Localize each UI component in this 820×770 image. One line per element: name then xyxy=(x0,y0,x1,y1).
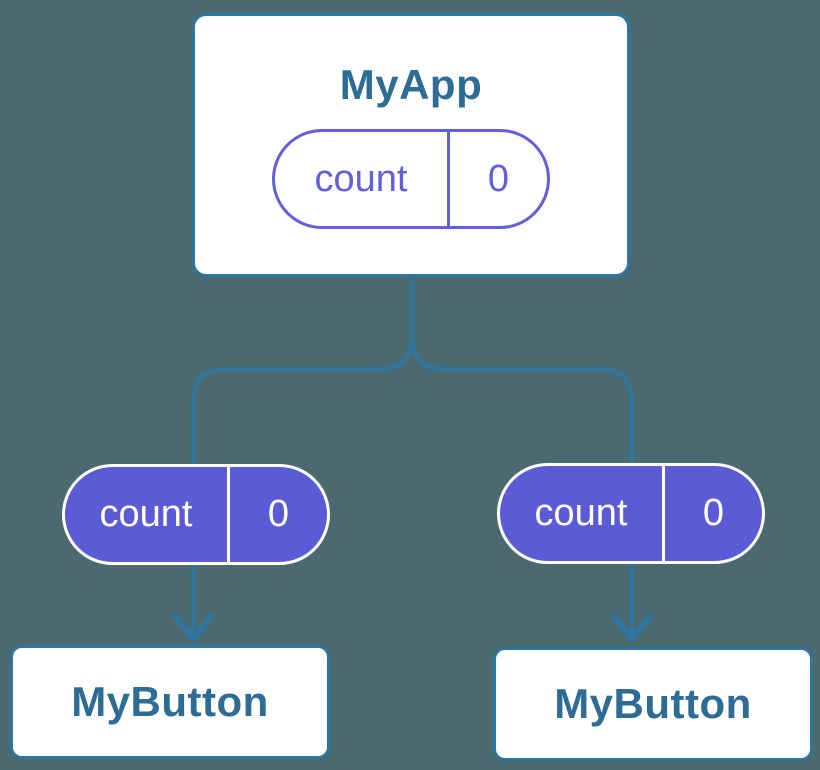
child-state-pill-left: count 0 xyxy=(62,464,330,565)
root-state-name-label: count xyxy=(314,157,408,200)
root-state-pill: count 0 xyxy=(272,129,550,230)
branch-left-line xyxy=(191,335,414,466)
child-left-state-value-label: 0 xyxy=(267,493,290,535)
branch-right-line xyxy=(410,335,634,466)
arrow-left-head-icon xyxy=(172,613,214,642)
child-state-pill-right: count 0 xyxy=(497,463,765,564)
child-right-state-pill-divider xyxy=(662,466,665,561)
child-component-card-right: MyButton xyxy=(493,647,813,761)
root-state-pill-divider xyxy=(447,132,450,227)
child-left-state-name-label: count xyxy=(99,493,193,535)
child-component-card-left: MyButton xyxy=(10,645,330,759)
child-right-state-name-label: count xyxy=(534,492,628,534)
arrow-right-head-icon xyxy=(611,613,653,642)
root-component-title: MyApp xyxy=(339,60,483,108)
root-state-value-label: 0 xyxy=(487,157,510,200)
child-left-state-pill-divider xyxy=(227,467,230,562)
child-left-component-title: MyButton xyxy=(71,677,269,725)
child-right-state-value-label: 0 xyxy=(702,492,725,534)
root-component-card: MyApp count 0 xyxy=(192,13,630,277)
child-right-component-title: MyButton xyxy=(554,679,752,727)
